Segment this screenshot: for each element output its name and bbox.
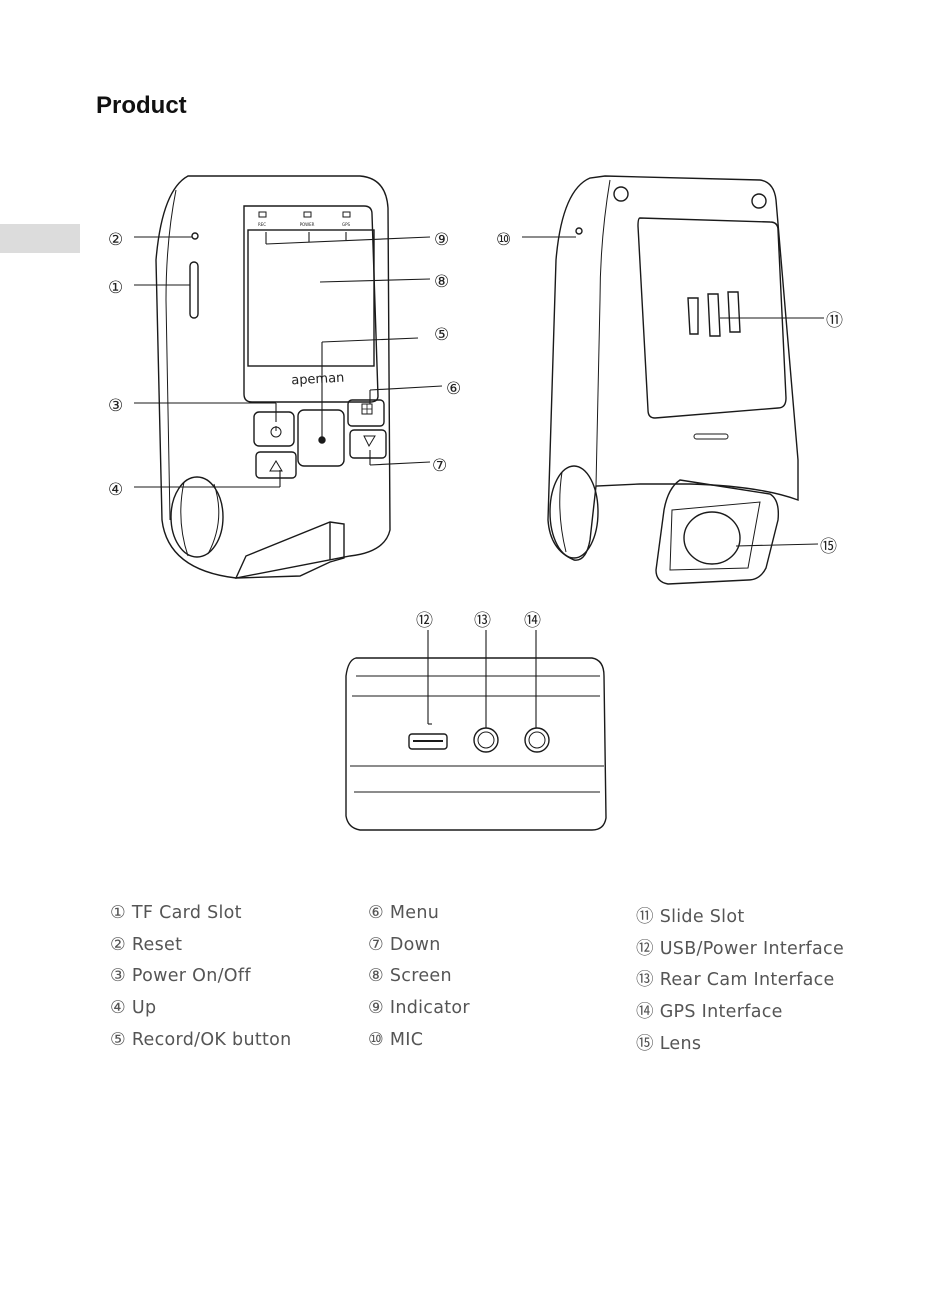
screen <box>248 230 374 366</box>
callout-3: ③ <box>108 396 123 416</box>
callout-15: ⑮ <box>820 537 837 557</box>
up-button <box>256 452 296 478</box>
legend-item: ⑤ Record/OK button <box>110 1030 292 1062</box>
screw-left <box>614 187 628 201</box>
legend-item: ⑧ Screen <box>368 966 470 998</box>
callout-9: ⑨ <box>434 230 449 250</box>
back-view <box>548 176 798 584</box>
callout-11: ⑪ <box>826 311 843 331</box>
callout-1: ① <box>108 278 123 298</box>
legend-item: ④ Up <box>110 998 292 1030</box>
parts-legend: ① TF Card Slot ② Reset ③ Power On/Off ④ … <box>0 903 950 1063</box>
legend-item: ⑫ USB/Power Interface <box>636 935 844 967</box>
legend-item: ③ Power On/Off <box>110 966 292 998</box>
callouts: ② ① ③ ④ ⑨ ⑧ ⑤ ⑥ ⑦ ⑩ ⑪ ⑮ ⑫ ⑬ ⑭ <box>108 230 843 631</box>
bottom-body <box>346 658 606 830</box>
indicator-label-power: POWER <box>300 222 315 227</box>
callout-2: ② <box>108 230 123 250</box>
reset-hole <box>192 233 198 239</box>
leader-lines <box>134 232 824 728</box>
legend-item: ⑥ Menu <box>368 903 470 935</box>
lens <box>684 512 740 564</box>
screw-right <box>752 194 766 208</box>
callout-13: ⑬ <box>474 611 491 631</box>
tf-card-slot <box>190 262 198 318</box>
legend-column-3: ⑪ Slide Slot ⑫ USB/Power Interface ⑬ Rea… <box>636 903 844 1061</box>
callout-4: ④ <box>108 480 123 500</box>
legend-item: ① TF Card Slot <box>110 903 292 935</box>
power-button <box>254 412 294 446</box>
legend-item: ⑦ Down <box>368 935 470 967</box>
callout-7: ⑦ <box>432 456 447 476</box>
legend-column-2: ⑥ Menu ⑦ Down ⑧ Screen ⑨ Indicator ⑩ MIC <box>368 903 470 1061</box>
indicator-label-gps: GPS <box>342 222 351 227</box>
callout-12: ⑫ <box>416 611 433 631</box>
legend-item: ⑩ MIC <box>368 1030 470 1062</box>
callout-14: ⑭ <box>524 611 541 631</box>
front-mount <box>236 522 344 578</box>
slide-slot <box>688 298 698 334</box>
legend-item: ② Reset <box>110 935 292 967</box>
legend-item: ⑨ Indicator <box>368 998 470 1030</box>
callout-6: ⑥ <box>446 379 461 399</box>
indicator-label-rec: REC <box>258 222 266 227</box>
legend-item: ⑬ Rear Cam Interface <box>636 966 844 998</box>
mic-hole <box>576 228 582 234</box>
back-body <box>548 176 798 560</box>
callout-5: ⑤ <box>434 325 449 345</box>
callout-8: ⑧ <box>434 272 449 292</box>
bottom-view <box>346 658 606 830</box>
front-body <box>156 176 390 578</box>
brand-logo: apeman <box>291 371 345 389</box>
callout-10: ⑩ <box>496 230 511 250</box>
legend-item: ⑮ Lens <box>636 1030 844 1062</box>
legend-item: ⑭ GPS Interface <box>636 998 844 1030</box>
legend-column-1: ① TF Card Slot ② Reset ③ Power On/Off ④ … <box>110 903 292 1061</box>
front-view: REC POWER GPS apeman <box>156 176 390 578</box>
legend-item: ⑪ Slide Slot <box>636 903 844 935</box>
